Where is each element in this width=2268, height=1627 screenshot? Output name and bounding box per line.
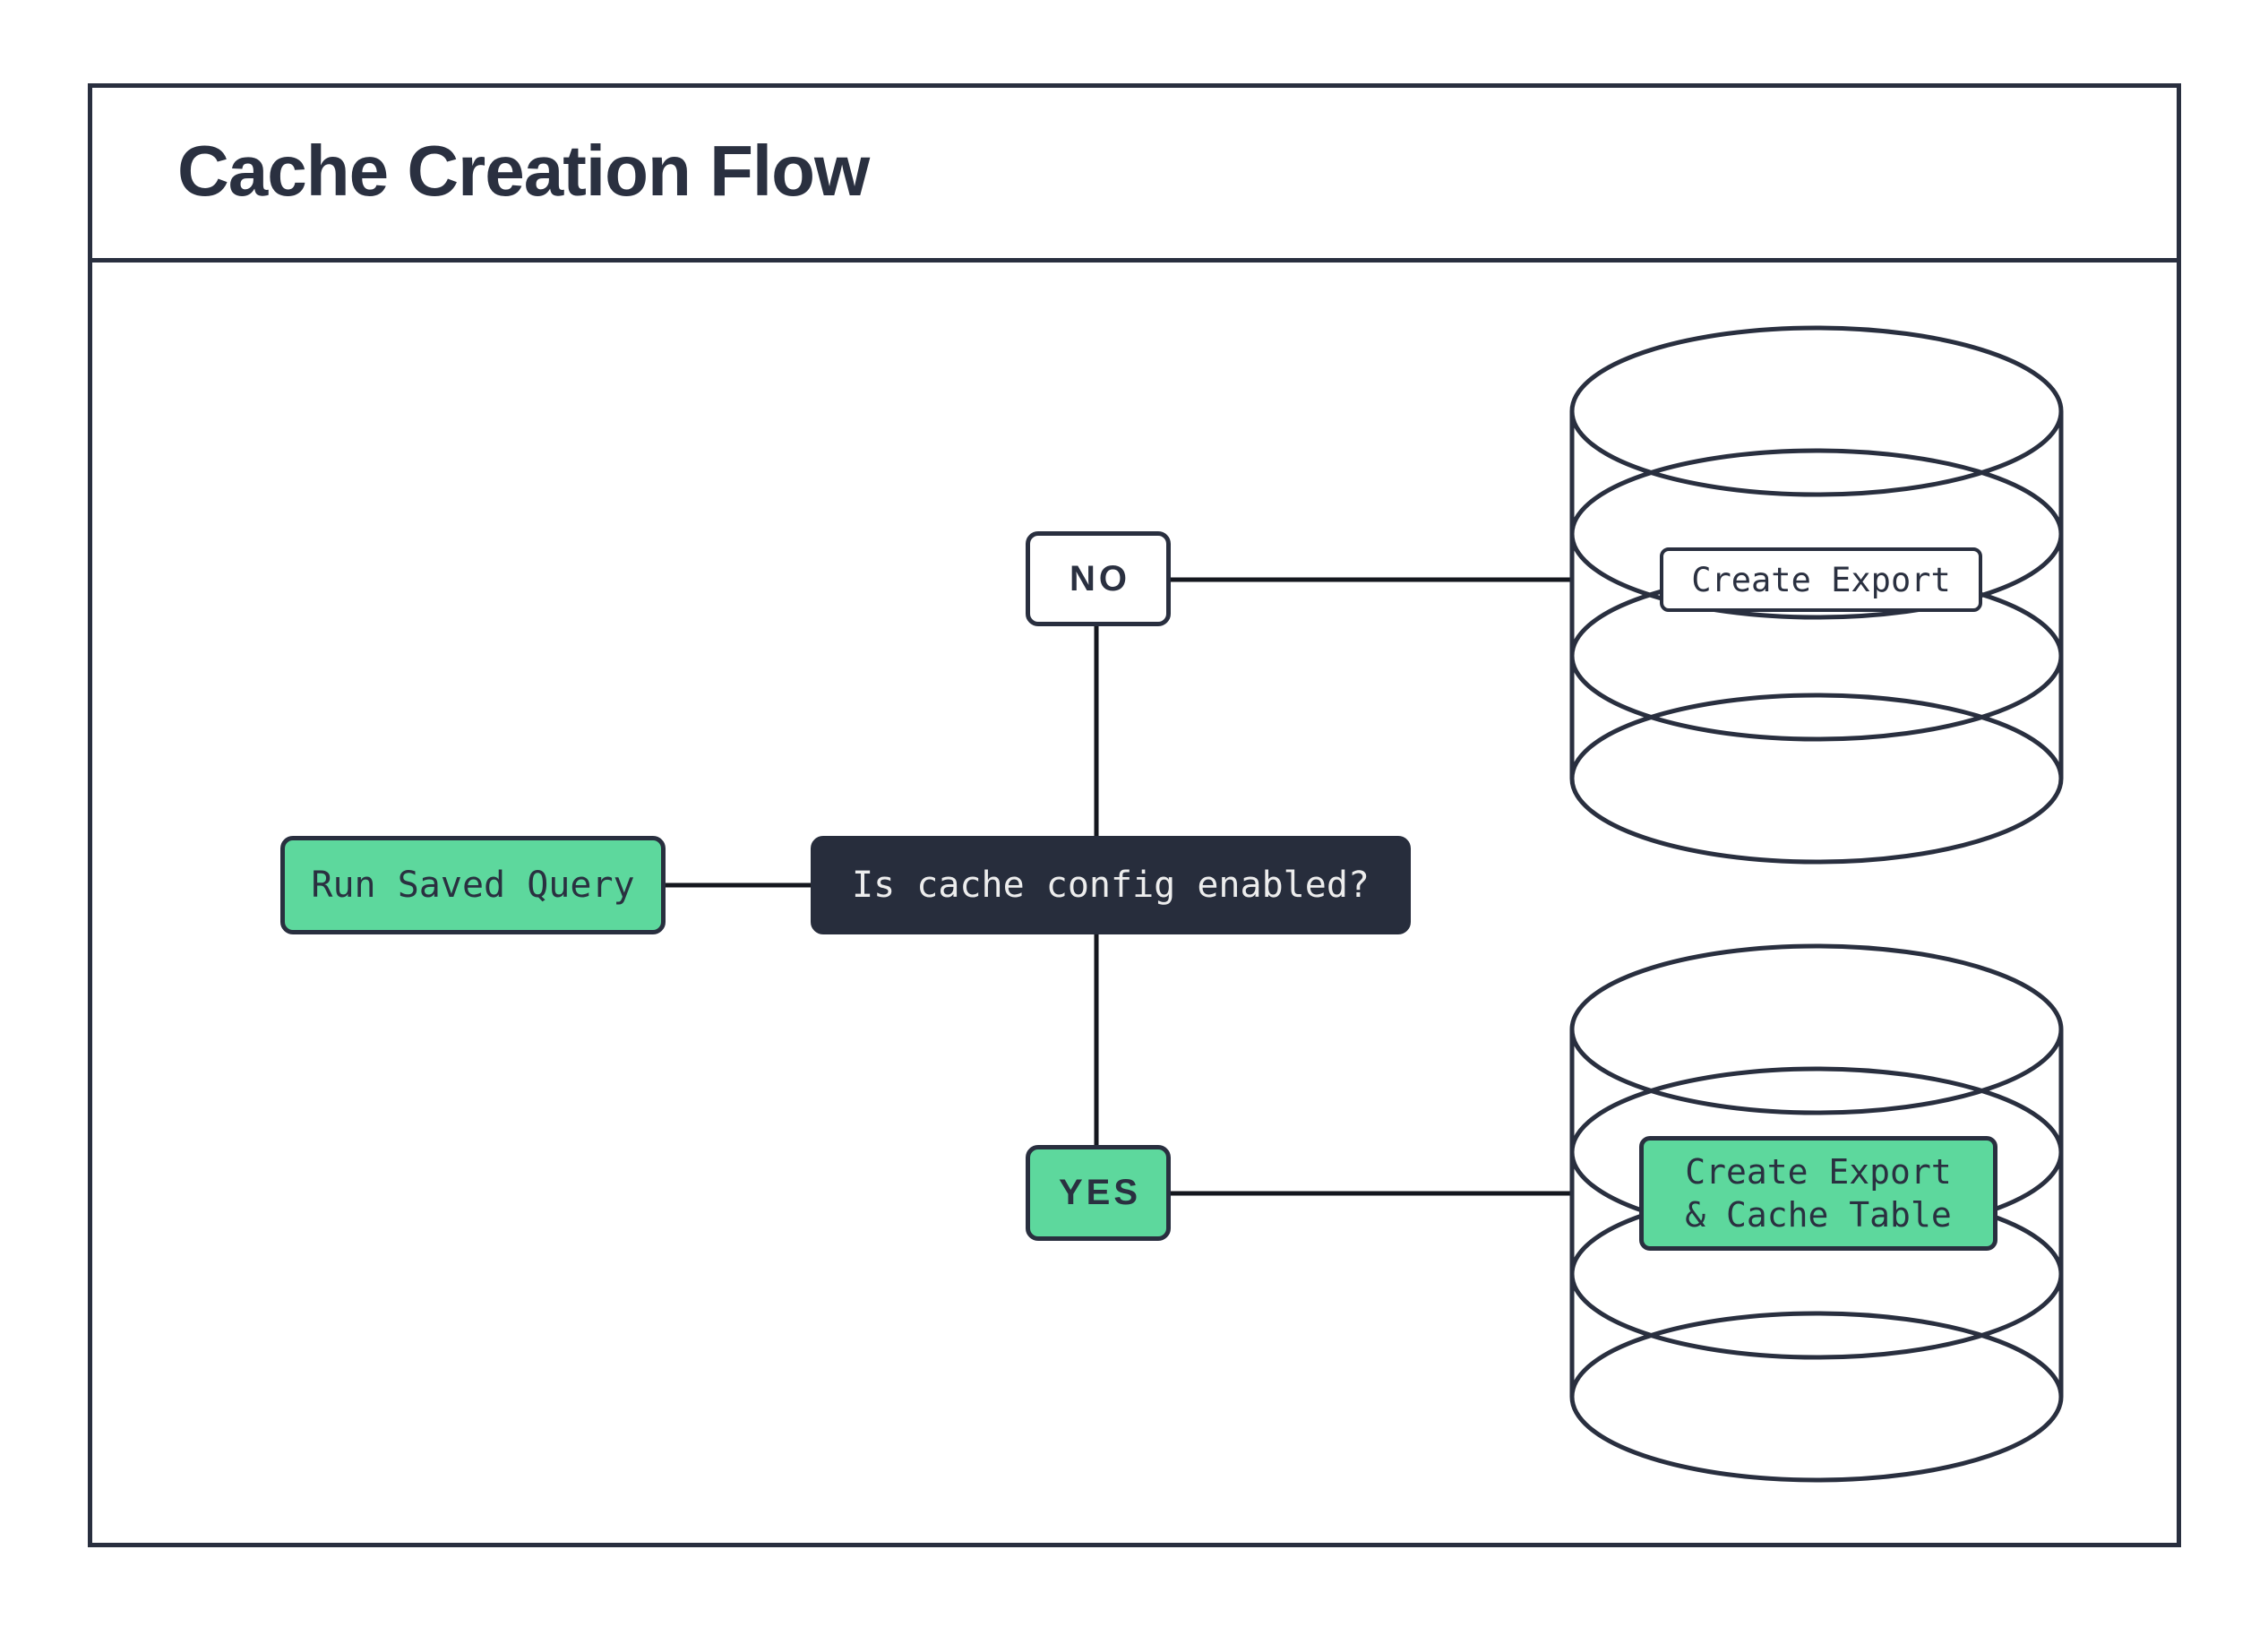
node-yes-label: YES: [1058, 1173, 1142, 1212]
diagram-header: Cache Creation Flow: [88, 83, 2181, 263]
node-branch-yes: YES: [1026, 1145, 1171, 1241]
node-create-export: Create Export: [1660, 547, 1982, 612]
database-icon-bottom: [1569, 943, 2064, 1483]
node-create-export-cache-table: Create Export & Cache Table: [1639, 1136, 1997, 1251]
node-decision-cache-config: Is cache config enabled?: [811, 836, 1411, 934]
node-no-label: NO: [1070, 558, 1130, 598]
node-create-export-cache-line1: Create Export: [1685, 1152, 1952, 1192]
node-run-saved-query-label: Run Saved Query: [311, 865, 635, 906]
page-title: Cache Creation Flow: [177, 130, 870, 211]
node-branch-no: NO: [1026, 531, 1171, 626]
node-decision-label: Is cache config enabled?: [852, 865, 1370, 906]
database-icon-top: [1569, 325, 2064, 865]
node-run-saved-query: Run Saved Query: [280, 836, 666, 934]
node-create-export-cache-line2: & Cache Table: [1685, 1195, 1952, 1235]
node-create-export-label: Create Export: [1691, 560, 1951, 599]
